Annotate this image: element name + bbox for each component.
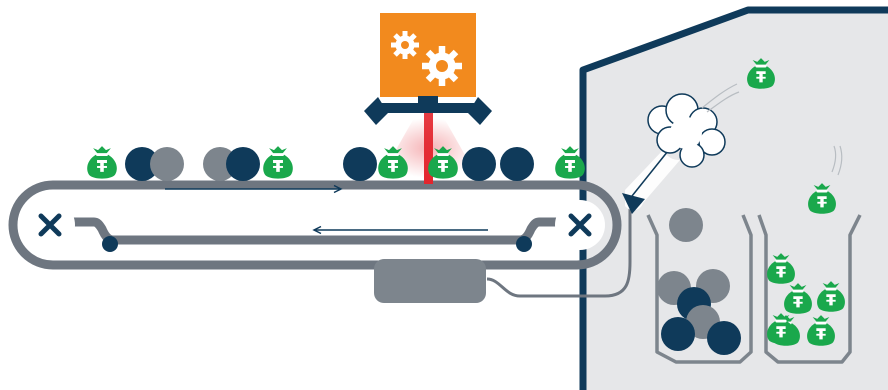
idler-wheel (516, 236, 532, 252)
dark-item (462, 147, 496, 181)
idler-wheel (102, 236, 118, 252)
dark-item (500, 147, 534, 181)
arrow-right-icon (468, 97, 492, 125)
dark-item (661, 317, 695, 351)
left-roller (25, 200, 75, 250)
close-x-icon (568, 213, 592, 237)
conveyor-items (87, 146, 585, 181)
conveyor-belt (8, 180, 622, 270)
controller-box (374, 259, 486, 303)
air-puff-cloud (647, 93, 726, 168)
money-bag-icon (87, 146, 117, 179)
arrow-left-icon (364, 97, 388, 125)
dark-item (343, 147, 377, 181)
dark-item (707, 321, 741, 355)
light-item (669, 208, 703, 242)
dark-item (125, 147, 159, 181)
sensor-head (364, 13, 492, 125)
right-roller (555, 200, 605, 250)
light-item (150, 147, 184, 181)
reject-bin (646, 214, 753, 364)
money-bag-icon (263, 146, 293, 179)
reject-bin-items (657, 208, 741, 355)
dark-item (226, 147, 260, 181)
close-x-icon (38, 213, 62, 237)
motion-lines (701, 83, 843, 176)
controller-cable (486, 200, 632, 298)
accept-bin (757, 214, 862, 364)
air-nozzle-icon (622, 145, 680, 214)
